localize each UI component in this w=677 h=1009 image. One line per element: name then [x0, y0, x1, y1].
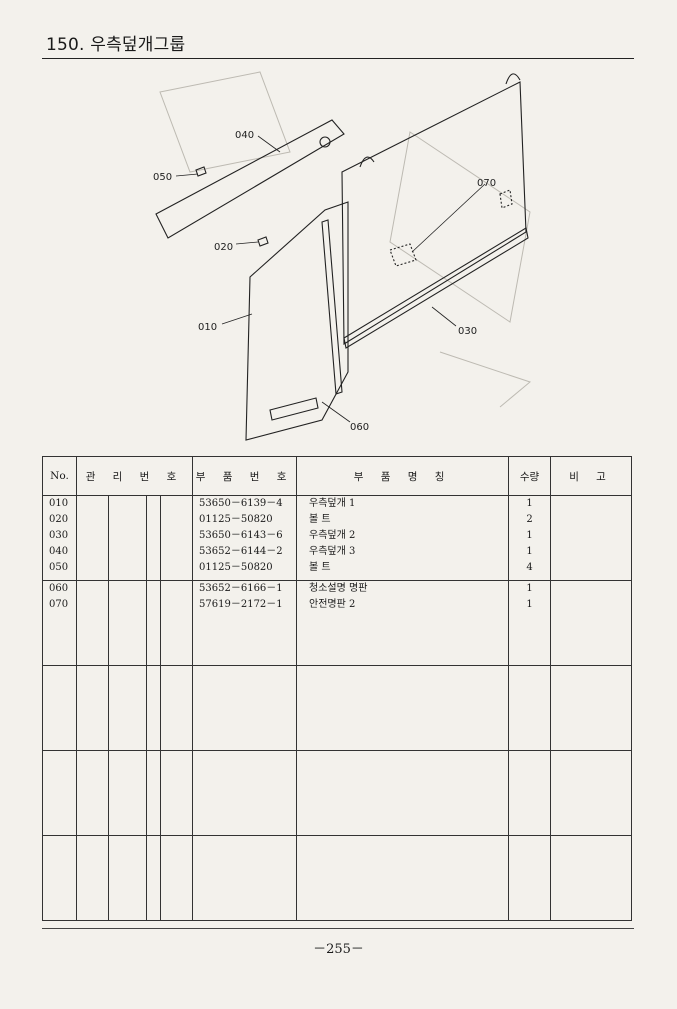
mgmt-cell	[108, 580, 147, 666]
header-no: No.	[42, 456, 77, 496]
no-cell: 010 020 030 040 050	[42, 495, 77, 581]
safety-nameplate	[389, 243, 417, 267]
header-part-number: 부 품 번 호	[192, 456, 298, 496]
cover-panel-2	[341, 81, 527, 345]
cover-panel-2-handle-right	[505, 73, 521, 85]
safety-nameplate-small	[499, 189, 513, 209]
leader-lines	[175, 135, 486, 423]
header-quantity: 수량	[508, 456, 552, 496]
cover-panel-3-hole	[319, 136, 331, 148]
part-number-cell: 53652－6166－1 57619－2172－1	[192, 580, 298, 666]
callout-060: 060	[350, 422, 369, 433]
remarks-cell	[550, 495, 633, 581]
callout-050: 050	[153, 172, 172, 183]
callout-030: 030	[458, 326, 477, 337]
part-name-cell: 청소설명 명판 안전명판 2	[296, 580, 510, 666]
callout-010: 010	[198, 322, 217, 333]
bolt-050	[195, 166, 207, 177]
part-number-cell: 53650－6139－4 01125－50820 53650－6143－6 53…	[192, 495, 298, 581]
mgmt-cell	[76, 495, 109, 581]
footer-divider	[42, 928, 634, 929]
cover-panel-3	[155, 119, 345, 239]
mgmt-cell	[159, 580, 194, 666]
table-row-block-3	[42, 665, 633, 751]
table-row-block-1: 010 020 030 040 050 53650－6139－4 01125－5…	[42, 495, 633, 581]
diagram-drawing: 040 050 070 020 010 030 060	[153, 71, 532, 441]
page-title: 150. 우측덮개그룹	[46, 35, 186, 55]
table-row-block-5	[42, 835, 633, 921]
title-divider	[42, 58, 634, 59]
quantity-cell: 1 2 1 1 4	[508, 495, 552, 581]
part-name-cell: 우측덮개 1 볼 트 우측덮개 2 우측덮개 3 볼 트	[296, 495, 510, 581]
cover-panel-1-channel	[321, 219, 343, 395]
cover-panel-1	[245, 201, 349, 441]
callout-020: 020	[214, 242, 233, 253]
cover-panel-2-bottom-rail	[343, 227, 529, 349]
header-remarks: 비 고	[550, 456, 633, 496]
bleed-through-ghost	[159, 71, 532, 408]
page-number: －255－	[313, 942, 364, 957]
mgmt-cell	[76, 580, 109, 666]
mgmt-cell	[146, 495, 161, 581]
mgmt-cell	[146, 580, 161, 666]
table-header-row: No. 관 리 번 호 부 품 번 호 부 품 명 칭 수량 비 고	[42, 456, 633, 496]
parts-table: No. 관 리 번 호 부 품 번 호 부 품 명 칭 수량 비 고 010 0…	[42, 456, 633, 921]
callout-040: 040	[235, 130, 254, 141]
cleaning-nameplate	[269, 397, 319, 421]
no-cell: 060 070	[42, 580, 77, 666]
table-row-block-4	[42, 750, 633, 836]
cover-panel-2-handle-left	[359, 156, 375, 168]
callout-070: 070	[477, 178, 496, 189]
exploded-parts-diagram: 040 050 070 020 010 030 060	[60, 62, 580, 448]
header-management-number: 관 리 번 호	[75, 456, 194, 496]
table-row-block-2: 060 070 53652－6166－1 57619－2172－1 청소설명 명…	[42, 580, 633, 666]
header-part-name: 부 품 명 칭	[296, 456, 510, 496]
bolt-020	[257, 236, 269, 247]
mgmt-cell	[108, 495, 147, 581]
mgmt-cell	[159, 495, 194, 581]
remarks-cell	[550, 580, 633, 666]
quantity-cell: 1 1	[508, 580, 552, 666]
